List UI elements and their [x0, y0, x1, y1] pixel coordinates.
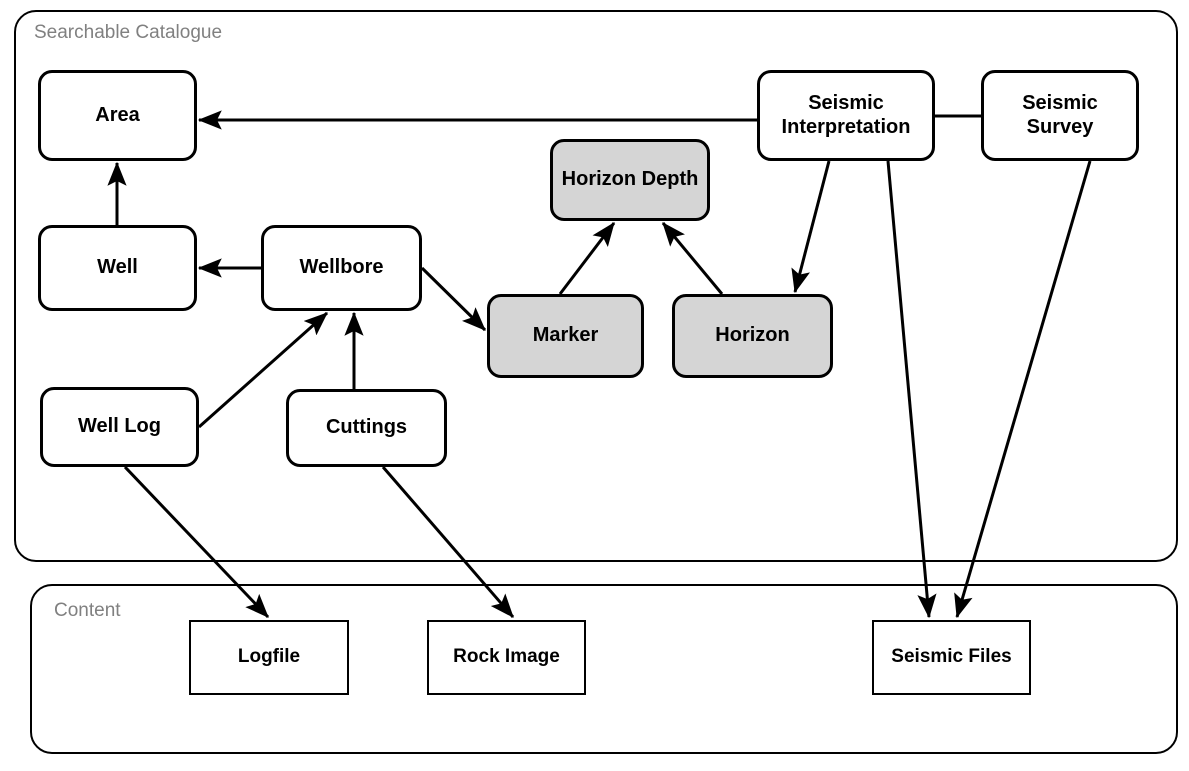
group-label-searchable-catalogue: Searchable Catalogue — [34, 22, 223, 43]
node-rock-image[interactable]: Rock Image — [427, 620, 586, 695]
node-wellbore[interactable]: Wellbore — [261, 225, 422, 311]
node-well[interactable]: Well — [38, 225, 197, 311]
node-area[interactable]: Area — [38, 70, 197, 161]
node-label-cuttings: Cuttings — [325, 416, 408, 439]
node-horizon-depth[interactable]: Horizon Depth — [550, 139, 710, 221]
group-searchable-catalogue: Searchable Catalogue — [14, 10, 1178, 562]
node-label-horizon: Horizon — [715, 324, 790, 347]
node-label-logfile: Logfile — [237, 646, 301, 668]
group-label-content: Content — [54, 600, 121, 621]
node-label-horizon-depth: Horizon Depth — [561, 168, 699, 191]
group-content: Content — [30, 584, 1178, 754]
node-marker[interactable]: Marker — [487, 294, 644, 378]
node-well-log[interactable]: Well Log — [40, 387, 199, 467]
node-label-seismic-survey: Seismic Survey — [1022, 91, 1098, 138]
node-label-rock-image: Rock Image — [453, 646, 560, 668]
node-seismic-files[interactable]: Seismic Files — [872, 620, 1031, 695]
node-seismic-interpretation[interactable]: Seismic Interpretation — [757, 70, 935, 161]
node-label-seismic-interpretation: Seismic Interpretation — [781, 91, 911, 138]
node-seismic-survey[interactable]: Seismic Survey — [981, 70, 1139, 161]
node-logfile[interactable]: Logfile — [189, 620, 349, 695]
node-cuttings[interactable]: Cuttings — [286, 389, 447, 467]
node-label-seismic-files: Seismic Files — [891, 646, 1012, 668]
node-label-wellbore: Wellbore — [299, 256, 384, 279]
node-label-well-log: Well Log — [78, 415, 161, 438]
node-label-marker: Marker — [532, 324, 599, 347]
node-horizon[interactable]: Horizon — [672, 294, 833, 378]
node-label-area: Area — [95, 103, 140, 126]
node-label-well: Well — [97, 256, 138, 279]
